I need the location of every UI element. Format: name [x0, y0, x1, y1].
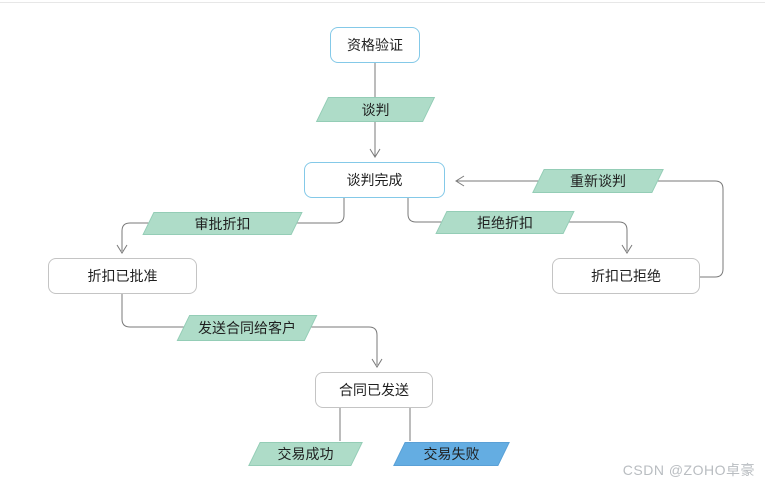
arrowhead-into-negotiation-done-top — [369, 148, 381, 158]
node-reject-discount[interactable]: 拒绝折扣 — [435, 211, 575, 234]
node-contract-sent[interactable]: 合同已发送 — [315, 372, 433, 408]
node-discount-approved[interactable]: 折扣已批准 — [48, 258, 197, 294]
transition-label: 谈判 — [361, 101, 390, 118]
arrowhead-into-discount-approved — [116, 244, 128, 254]
arrowhead-into-contract-sent — [371, 358, 383, 368]
transition-label: 拒绝折扣 — [477, 214, 533, 231]
node-negotiation-done[interactable]: 谈判完成 — [304, 162, 445, 198]
node-deal-lost[interactable]: 交易失败 — [393, 442, 510, 466]
transition-label: 发送合同给客户 — [198, 320, 296, 336]
node-qualification[interactable]: 资格验证 — [330, 27, 420, 63]
transition-label: 审批折扣 — [194, 215, 251, 232]
node-approve-discount[interactable]: 审批折扣 — [142, 212, 303, 235]
node-send-contract[interactable]: 发送合同给客户 — [176, 315, 318, 341]
node-negotiation[interactable]: 谈判 — [315, 97, 436, 122]
node-discount-rejected[interactable]: 折扣已拒绝 — [552, 258, 700, 294]
transition-label: 交易成功 — [277, 446, 334, 462]
arrowhead-into-discount-rejected — [621, 244, 633, 254]
edge-renegotiate — [457, 180, 724, 278]
transition-label: 重新谈判 — [570, 173, 626, 189]
transition-label: 交易失败 — [423, 446, 480, 462]
arrowhead-into-negotiation-done-right — [455, 175, 465, 187]
node-deal-won[interactable]: 交易成功 — [248, 442, 363, 466]
node-renegotiate[interactable]: 重新谈判 — [532, 169, 664, 193]
watermark: CSDN @ZOHO卓豪 — [622, 462, 755, 478]
top-divider — [0, 2, 765, 3]
